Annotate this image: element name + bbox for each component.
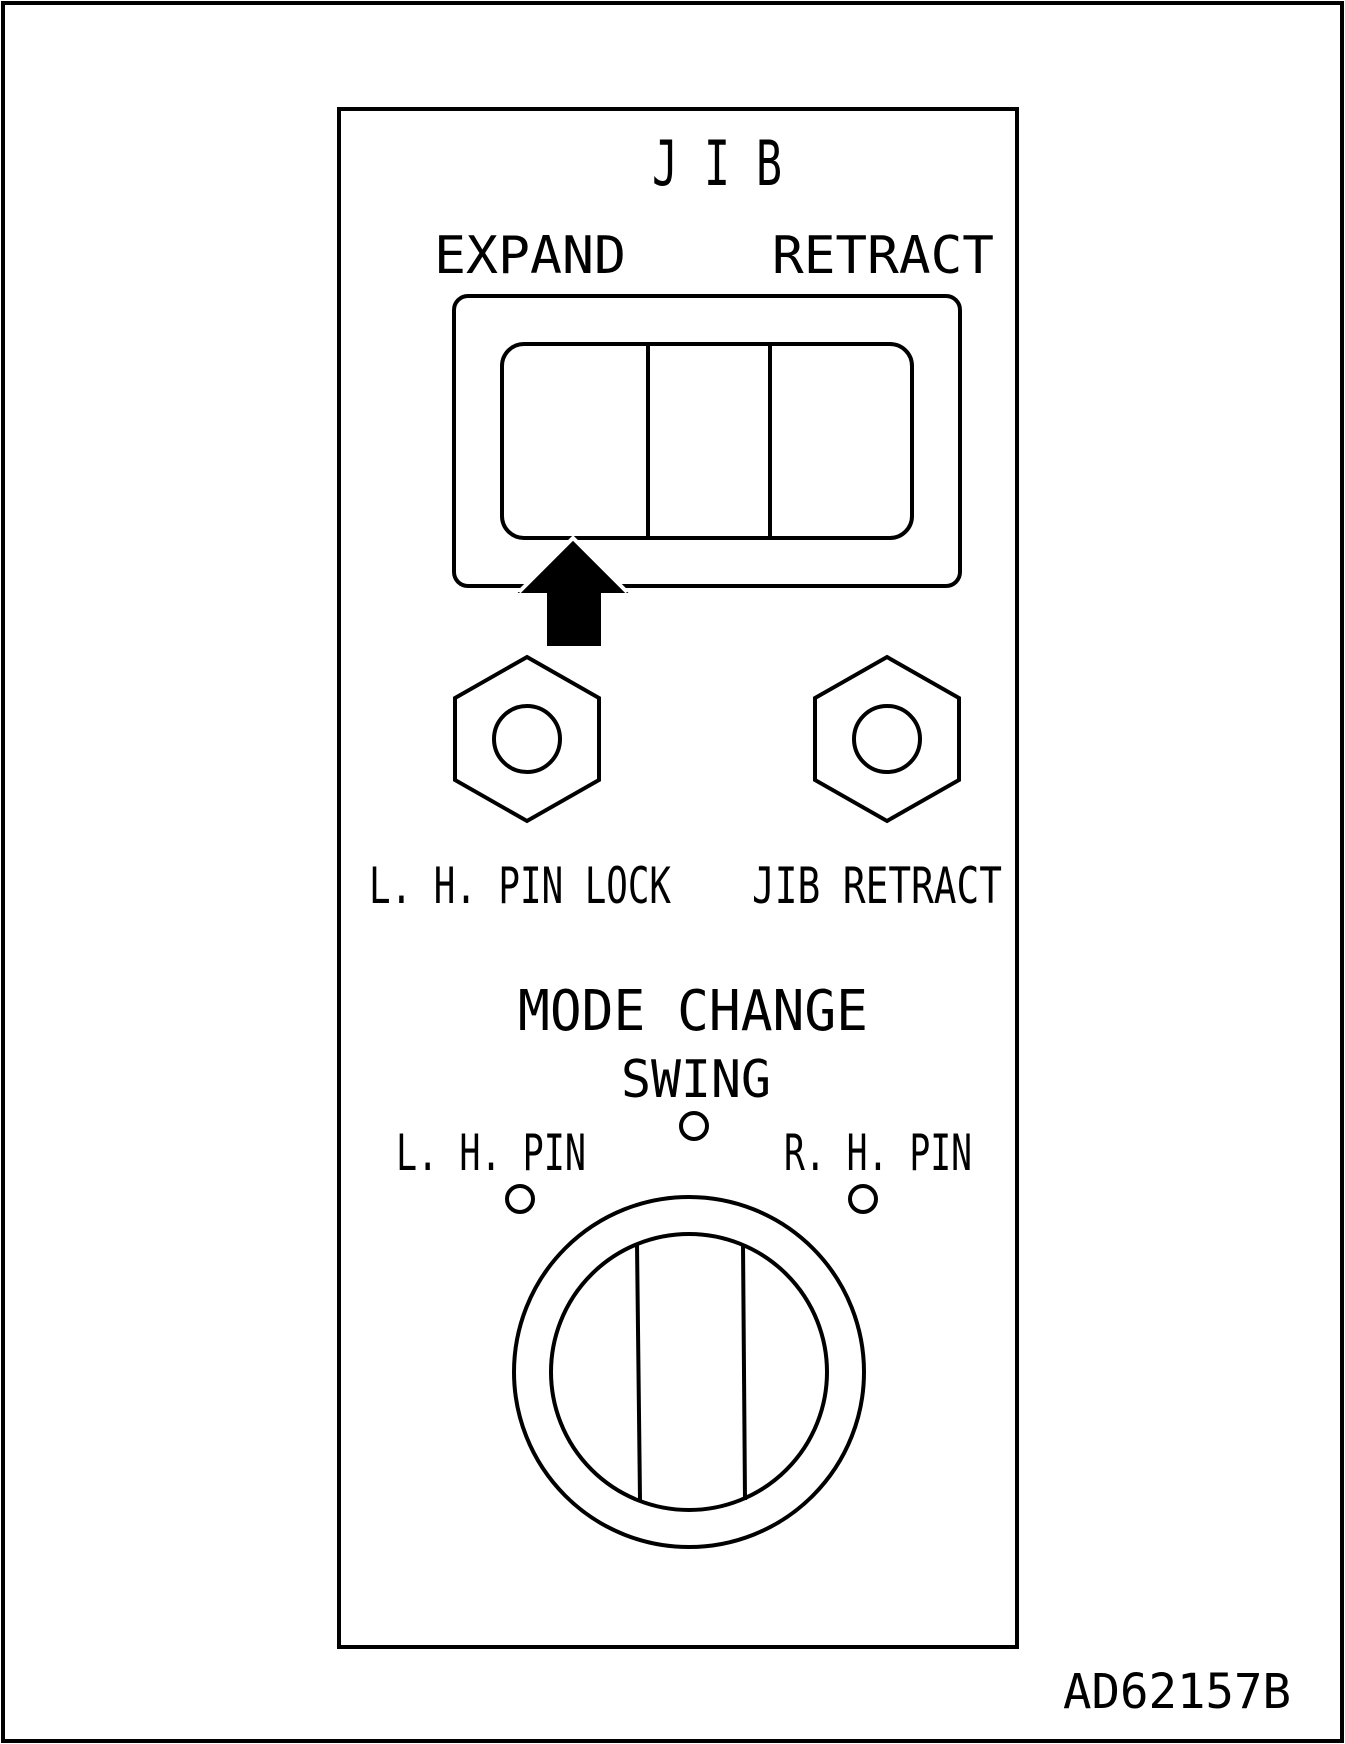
jib-retract-lamp-light [852,704,922,774]
jib-rocker-switch[interactable] [500,342,914,540]
rotary-knob-grip-left [635,1243,642,1501]
pin-lock-lamp-label: L. H. PIN LOCK [369,857,671,915]
mode-change-rotary-knob[interactable] [512,1195,866,1549]
pin-lock-lamp [453,654,601,824]
swing-position-dot [679,1111,709,1141]
rotary-knob-grip-right [741,1243,747,1501]
jib-retract-lamp [813,654,961,824]
jib-retract-lamp-label: JIB RETRACT [752,857,1002,915]
mode-rh-pin-label: R. H. PIN [784,1124,972,1182]
lh-pin-position-dot [505,1184,535,1214]
pin-lock-lamp-bezel [453,654,601,824]
control-panel-plate [337,107,1019,1649]
rocker-retract-label: RETRACT [772,226,994,286]
rocker-switch-body[interactable] [500,342,914,540]
pin-lock-lamp-light [492,704,562,774]
rocker-expand-label: EXPAND [434,226,626,286]
figure-code: AD62157B [1063,1664,1291,1720]
rotary-knob-face[interactable] [549,1232,829,1512]
panel-title: J I B [652,127,782,200]
up-arrow-icon [517,535,629,646]
rocker-switch-housing [452,294,962,588]
mode-lh-pin-label: L. H. PIN [396,1124,586,1182]
mode-change-title: MODE CHANGE [518,979,868,1044]
jib-retract-lamp-bezel [813,654,961,824]
rotary-knob-bezel [512,1195,866,1549]
rh-pin-position-dot [848,1184,878,1214]
mode-swing-label: SWING [621,1050,771,1110]
